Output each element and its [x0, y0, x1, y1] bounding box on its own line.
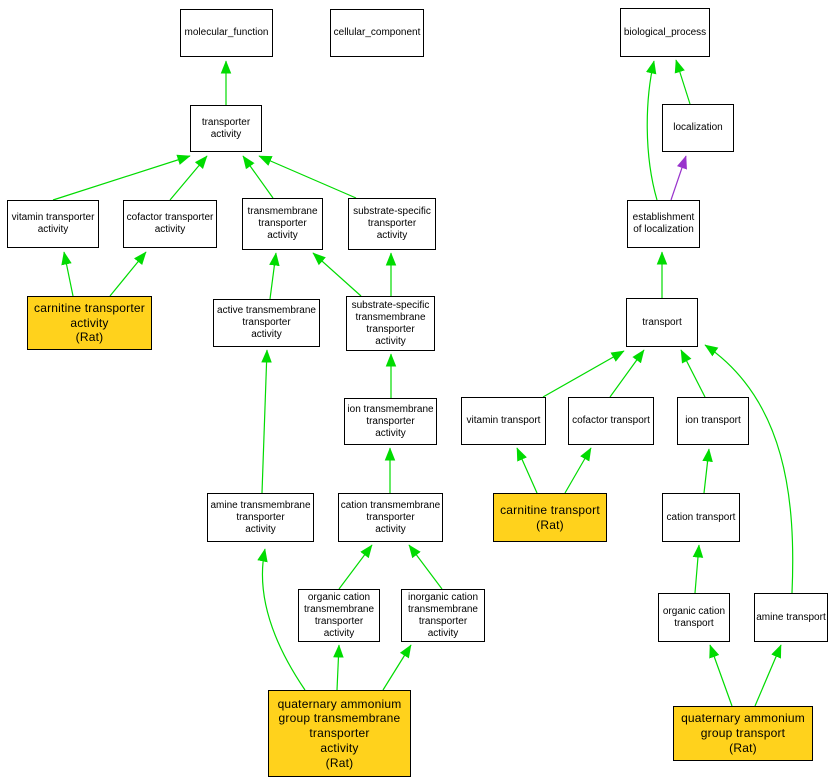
node-amine-transport[interactable]: amine transport [754, 593, 828, 642]
node-label: molecular_function [184, 27, 269, 38]
node-label: transporter activity [201, 116, 251, 140]
edge-ion-transport-to-transport [680, 349, 706, 398]
node-ion-transmembrane-transporter-activity[interactable]: ion transmembrane transporter activity [344, 398, 437, 445]
node-molecular-function[interactable]: molecular_function [180, 9, 273, 57]
node-label: organic cation transmembrane transporter… [303, 591, 375, 639]
edge-inorganic-cation-transmembrane-to-cation-transmembrane [408, 544, 443, 590]
edge-cofactor-transporter-activity-to-transporter-activity [169, 155, 208, 201]
node-vitamin-transporter-activity[interactable]: vitamin transporter activity [7, 200, 99, 248]
node-label: transmembrane transporter activity [247, 206, 318, 241]
node-cofactor-transporter-activity[interactable]: cofactor transporter activity [123, 200, 217, 248]
node-establishment-of-localization[interactable]: establishment of localization [627, 200, 700, 248]
node-carnitine-transporter-activity-rat[interactable]: carnitine transporter activity (Rat) [27, 296, 152, 350]
node-label: cofactor transport [572, 415, 650, 426]
node-localization[interactable]: localization [662, 104, 734, 152]
node-label: inorganic cation transmembrane transport… [407, 591, 479, 639]
edge-carnitine-transporter-activity-to-vitamin-transporter-activity [61, 251, 74, 297]
node-label: quaternary ammonium group transport (Rat… [681, 711, 805, 755]
node-quaternary-ammonium-group-transmembrane-transporter-activity-rat[interactable]: quaternary ammonium group transmembrane … [268, 690, 411, 777]
edge-quaternary-ammonium-tm-to-inorganic-cation-transmembrane [382, 644, 412, 691]
edge-quaternary-ammonium-transport-to-organic-cation-transport [709, 644, 733, 707]
node-ion-transport[interactable]: ion transport [677, 397, 749, 445]
edge-establishment-of-localization-to-biological-process [646, 60, 658, 201]
edge-carnitine-transport-to-cofactor-transport [564, 447, 592, 494]
node-label: carnitine transport (Rat) [500, 502, 600, 532]
node-label: ion transmembrane transporter activity [347, 403, 434, 439]
node-transmembrane-transporter-activity[interactable]: transmembrane transporter activity [242, 198, 323, 250]
node-label: cofactor transporter activity [126, 212, 214, 235]
node-label: substrate-specific transmembrane transpo… [351, 299, 430, 347]
edge-establishment-of-localization-to-localization-part-of [670, 155, 687, 201]
node-label: transport [642, 316, 682, 328]
node-label: vitamin transporter activity [11, 212, 95, 235]
node-cation-transmembrane-transporter-activity[interactable]: cation transmembrane transporter activit… [338, 493, 443, 542]
node-substrate-specific-transporter-activity[interactable]: substrate-specific transporter activity [348, 198, 436, 250]
node-label: active transmembrane transporter activit… [217, 305, 316, 340]
edge-substrate-specific-transporter-activity-to-transporter-activity [258, 155, 357, 199]
node-inorganic-cation-transmembrane-transporter-activity[interactable]: inorganic cation transmembrane transport… [401, 589, 485, 642]
node-amine-transmembrane-transporter-activity[interactable]: amine transmembrane transporter activity [207, 493, 314, 542]
edge-amine-transmembrane-to-active-transmembrane [261, 349, 272, 494]
node-cofactor-transport[interactable]: cofactor transport [568, 397, 654, 445]
edge-cation-transport-to-ion-transport [702, 448, 713, 494]
node-label: carnitine transporter activity (Rat) [34, 300, 145, 345]
edge-vitamin-transporter-activity-to-transporter-activity [52, 154, 191, 201]
node-label: organic cation transport [662, 605, 726, 629]
node-label: quaternary ammonium group transmembrane … [277, 696, 402, 770]
node-organic-cation-transport[interactable]: organic cation transport [658, 593, 730, 642]
edge-amine-transport-to-transport [704, 344, 794, 594]
node-label: amine transmembrane transporter activity [210, 499, 311, 535]
edge-substrate-specific-transmembrane-to-transmembrane-transporter-activity [312, 252, 362, 297]
node-label: biological_process [623, 26, 707, 38]
node-label: cation transport [666, 511, 736, 523]
node-label: establishment of localization [632, 212, 695, 235]
node-label: ion transport [685, 415, 741, 426]
edge-carnitine-transport-to-vitamin-transport [516, 447, 538, 494]
node-label: cation transmembrane transporter activit… [340, 499, 441, 535]
edge-organic-cation-transmembrane-to-cation-transmembrane [338, 544, 373, 590]
node-cation-transport[interactable]: cation transport [662, 493, 740, 542]
node-carnitine-transport-rat[interactable]: carnitine transport (Rat) [493, 493, 607, 542]
edge-active-transmembrane-to-transmembrane-transporter-activity [269, 252, 280, 300]
edge-cofactor-transport-to-transport [609, 349, 645, 398]
edge-quaternary-ammonium-tm-to-organic-cation-transmembrane [333, 644, 344, 691]
edge-quaternary-ammonium-tm-to-amine-transmembrane [257, 548, 306, 691]
node-label: amine transport [756, 611, 826, 623]
node-active-transmembrane-transporter-activity[interactable]: active transmembrane transporter activit… [213, 299, 320, 347]
edge-carnitine-transporter-activity-to-cofactor-transporter-activity [109, 251, 147, 297]
edge-localization-to-biological-process [674, 59, 691, 105]
edge-quaternary-ammonium-transport-to-amine-transport [754, 644, 782, 707]
node-label: substrate-specific transporter activity [353, 206, 431, 241]
edge-vitamin-transport-to-transport [542, 350, 625, 398]
node-cellular-component[interactable]: cellular_component [330, 9, 424, 57]
node-label: vitamin transport [466, 415, 541, 426]
node-transporter-activity[interactable]: transporter activity [190, 105, 262, 152]
node-organic-cation-transmembrane-transporter-activity[interactable]: organic cation transmembrane transporter… [298, 589, 380, 642]
node-label: localization [673, 122, 723, 133]
node-label: cellular_component [333, 27, 421, 38]
edge-organic-cation-transport-to-cation-transport [692, 544, 704, 594]
node-biological-process[interactable]: biological_process [620, 8, 710, 57]
node-transport[interactable]: transport [626, 298, 698, 347]
node-substrate-specific-transmembrane-transporter-activity[interactable]: substrate-specific transmembrane transpo… [346, 296, 435, 351]
node-quaternary-ammonium-group-transport-rat[interactable]: quaternary ammonium group transport (Rat… [673, 706, 813, 761]
node-vitamin-transport[interactable]: vitamin transport [461, 397, 546, 445]
edge-transmembrane-transporter-activity-to-transporter-activity [242, 155, 274, 199]
